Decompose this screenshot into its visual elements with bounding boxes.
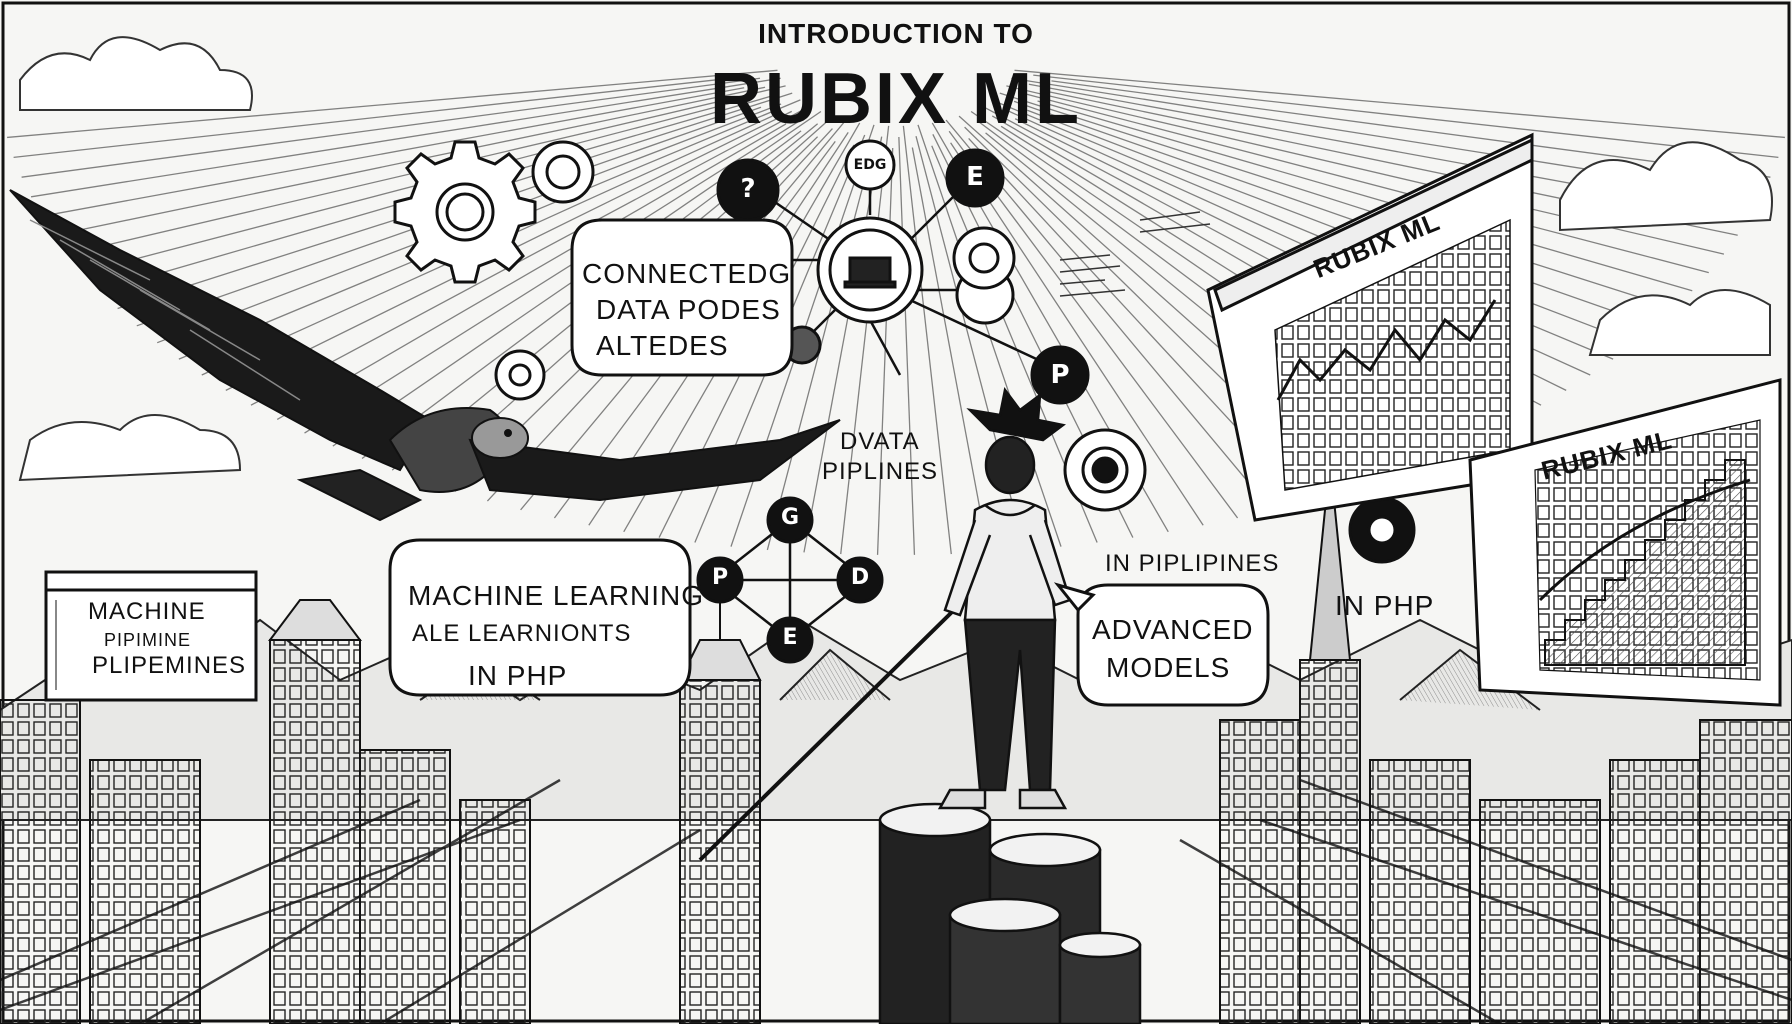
left-panel-line-1: MACHINE — [88, 598, 206, 625]
node-r: D — [850, 565, 870, 590]
speech-ml-line-2: ALE LEARNIONTS — [412, 620, 632, 647]
speed-line — [1037, 100, 1693, 292]
speech-ml-line-1: MACHINE LEARNING — [408, 580, 705, 611]
lower-chart-panel — [1468, 378, 1782, 707]
node-top: EDG — [853, 157, 887, 173]
speed-line — [41, 87, 745, 217]
speed-line — [803, 136, 883, 553]
speed-line — [1014, 69, 1785, 139]
label-dvata-1: DVATA — [840, 428, 920, 455]
speed-line — [304, 117, 805, 434]
node-e: E — [782, 625, 798, 650]
foreground-streaks — [0, 778, 1792, 1024]
speed-line — [7, 69, 778, 139]
title-main: RUBIX ML — [710, 59, 1082, 139]
speed-line — [876, 147, 894, 555]
speech-advanced-line-1: ADVANCED — [1092, 614, 1254, 645]
left-window-panel — [44, 570, 258, 702]
node-question: ? — [740, 174, 756, 204]
speech-connected-line-2: DATA PODES — [596, 294, 781, 325]
speech-bubbles — [388, 218, 1270, 707]
node-g: G — [780, 505, 800, 530]
node-l: P — [711, 565, 729, 590]
title-intro: INTRODUCTION TO — [758, 18, 1034, 49]
speed-line — [250, 105, 811, 406]
speed-line — [1051, 80, 1771, 178]
speed-line — [911, 147, 989, 553]
label-dvata-2: PIPLINES — [822, 458, 939, 485]
label-in-php: IN PHP — [1335, 590, 1435, 621]
speed-line — [30, 77, 781, 198]
speed-line — [1022, 92, 1709, 274]
upper-chart-panel — [1206, 132, 1534, 522]
speed-line — [1013, 100, 1656, 327]
speed-line — [54, 86, 766, 236]
speed-line — [902, 125, 952, 555]
speed-line — [1033, 74, 1779, 159]
speed-line — [1027, 109, 1636, 344]
pillars — [878, 802, 1142, 1024]
left-panel-line-3: PLIPEMINES — [92, 652, 247, 679]
speed-line — [950, 142, 1204, 526]
scribbles — [1059, 211, 1211, 297]
speech-advanced-line-2: MODELS — [1106, 652, 1231, 683]
label-in-piplipines: IN PIPLIPINES — [1105, 550, 1280, 577]
speed-line — [13, 76, 740, 159]
node-p: P — [1050, 360, 1070, 390]
gears — [393, 140, 1416, 564]
eagle — [9, 189, 841, 522]
character-figure — [698, 387, 1072, 862]
speed-line — [999, 92, 1675, 310]
speech-connected-line-1: CONNECTEDG — [582, 258, 792, 289]
left-panel-line-2: PIPIMINE — [104, 630, 192, 650]
speed-line — [898, 136, 916, 555]
speed-line — [840, 125, 890, 555]
central-hub — [816, 216, 924, 324]
speech-ml-line-3: IN PHP — [468, 660, 568, 691]
speed-line — [276, 123, 787, 421]
speech-connected-line-3: ALTEDES — [596, 330, 729, 361]
node-right: E — [966, 162, 984, 192]
city — [0, 459, 1792, 1024]
speed-line — [21, 77, 761, 178]
